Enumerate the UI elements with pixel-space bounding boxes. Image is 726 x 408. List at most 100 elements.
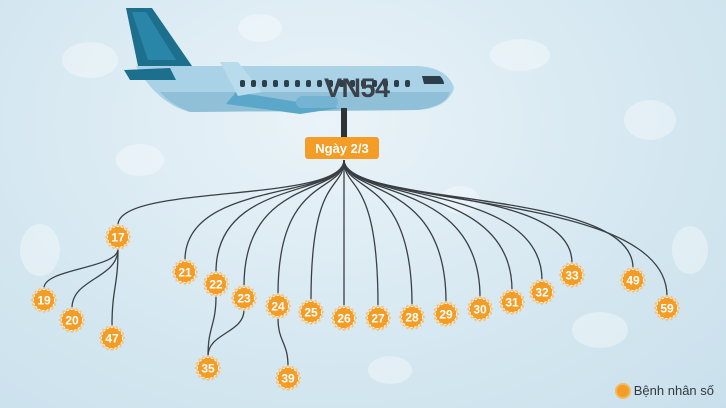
plane-window: [262, 80, 267, 87]
airplane-illustration: VN54: [124, 8, 454, 114]
patient-node-circle: [501, 291, 523, 313]
patient-node-21: 21: [171, 258, 199, 286]
plane-window: [251, 80, 256, 87]
link-to-patient-23: [243, 159, 345, 287]
patient-node-19: 19: [30, 286, 58, 314]
plane-window: [383, 80, 388, 87]
patient-node-47: 47: [98, 324, 126, 352]
patient-node-29: 29: [432, 300, 460, 328]
plane-window: [317, 80, 322, 87]
patient-number: 25: [304, 305, 318, 319]
background-virus-pattern: [20, 14, 708, 384]
date-badge: Ngày 2/3: [305, 137, 379, 159]
patient-number: 23: [237, 291, 251, 305]
plane-window: [328, 80, 333, 87]
link-to-patient-30: [343, 159, 481, 298]
patient-node-22: 22: [202, 270, 230, 298]
link-to-patient-35: [207, 295, 217, 357]
patient-number: 35: [201, 361, 215, 375]
plane-stabilizer: [124, 68, 176, 80]
plane-window: [339, 80, 344, 87]
patient-node-circle: [333, 307, 355, 329]
plane-wing-root: [220, 62, 262, 96]
patient-node-59: 59: [653, 294, 681, 322]
patient-number: 31: [505, 295, 519, 309]
patient-node-32: 32: [528, 278, 556, 306]
flight-code: VN54: [324, 73, 390, 103]
patient-node-27: 27: [364, 304, 392, 332]
plane-tail-fin-highlight: [132, 12, 176, 60]
plane-windows: [240, 80, 410, 87]
legend: Bệnh nhân số: [616, 383, 714, 398]
patient-node-23: 23: [230, 284, 258, 312]
patient-number: 21: [178, 265, 192, 279]
patient-node-17: 17: [104, 223, 132, 251]
patient-node-circle: [233, 287, 255, 309]
patient-node-28: 28: [398, 303, 426, 331]
patient-node-circle: [267, 295, 289, 317]
patient-number: 20: [65, 313, 79, 327]
patient-dot-icon: [616, 384, 629, 397]
plane-window: [372, 80, 377, 87]
link-to-patient-28: [343, 159, 413, 306]
patient-node-circle: [33, 289, 55, 311]
patient-nodes: 17 19 20 47 21 22 23 24 25 26 27 28 29 30 31 32 33 49 59 35…: [30, 223, 681, 392]
connection-lines: [43, 159, 668, 367]
patient-node-circle: [531, 281, 553, 303]
patient-number: 27: [371, 311, 385, 325]
link-to-patient-17: [117, 159, 345, 226]
link-to-patient-25: [310, 159, 345, 301]
link-to-patient-59: [343, 159, 668, 297]
link-to-patient-22: [215, 159, 345, 273]
patient-number: 28: [405, 310, 419, 324]
patient-node-circle: [469, 298, 491, 320]
plane-window: [394, 80, 399, 87]
patient-node-circle: [174, 261, 196, 283]
tether-line: [341, 108, 347, 138]
patient-node-31: 31: [498, 288, 526, 316]
plane-window: [361, 80, 366, 87]
patient-node-circle: [561, 264, 583, 286]
patient-number: 24: [271, 299, 285, 313]
patient-node-35: 35: [194, 354, 222, 382]
patient-node-circle: [300, 301, 322, 323]
plane-window: [284, 80, 289, 87]
plane-window: [350, 80, 355, 87]
link-to-patient-19: [43, 248, 119, 289]
patient-node-circle: [61, 309, 83, 331]
patient-number: 33: [565, 268, 579, 282]
patient-node-circle: [107, 226, 129, 248]
plane-window: [295, 80, 300, 87]
legend-label: Bệnh nhân số: [633, 383, 714, 398]
patient-number: 22: [209, 277, 223, 291]
patient-number: 47: [105, 331, 119, 345]
link-to-patient-27: [343, 159, 379, 307]
link-to-patient-39: [277, 317, 289, 367]
link-to-patient-35: [207, 309, 245, 357]
patient-node-circle: [197, 357, 219, 379]
patient-number: 26: [337, 311, 351, 325]
patient-number: 49: [626, 273, 640, 287]
plane-cockpit-window: [422, 76, 444, 84]
link-to-patient-20: [71, 248, 119, 309]
patient-node-24: 24: [264, 292, 292, 320]
plane-window: [273, 80, 278, 87]
patient-node-circle: [101, 327, 123, 349]
patient-number: 32: [535, 285, 549, 299]
plane-wing: [226, 92, 340, 114]
patient-node-circle: [622, 269, 644, 291]
patient-node-circle: [656, 297, 678, 319]
link-to-patient-47: [111, 248, 119, 327]
patient-number: 29: [439, 307, 453, 321]
patient-node-39: 39: [274, 364, 302, 392]
plane-window: [405, 80, 410, 87]
patient-number: 17: [111, 230, 125, 244]
patient-node-30: 30: [466, 295, 494, 323]
patient-number: 39: [281, 371, 295, 385]
patient-node-circle: [205, 273, 227, 295]
patient-node-25: 25: [297, 298, 325, 326]
plane-engine: [296, 96, 338, 108]
patient-number: 30: [473, 302, 487, 316]
